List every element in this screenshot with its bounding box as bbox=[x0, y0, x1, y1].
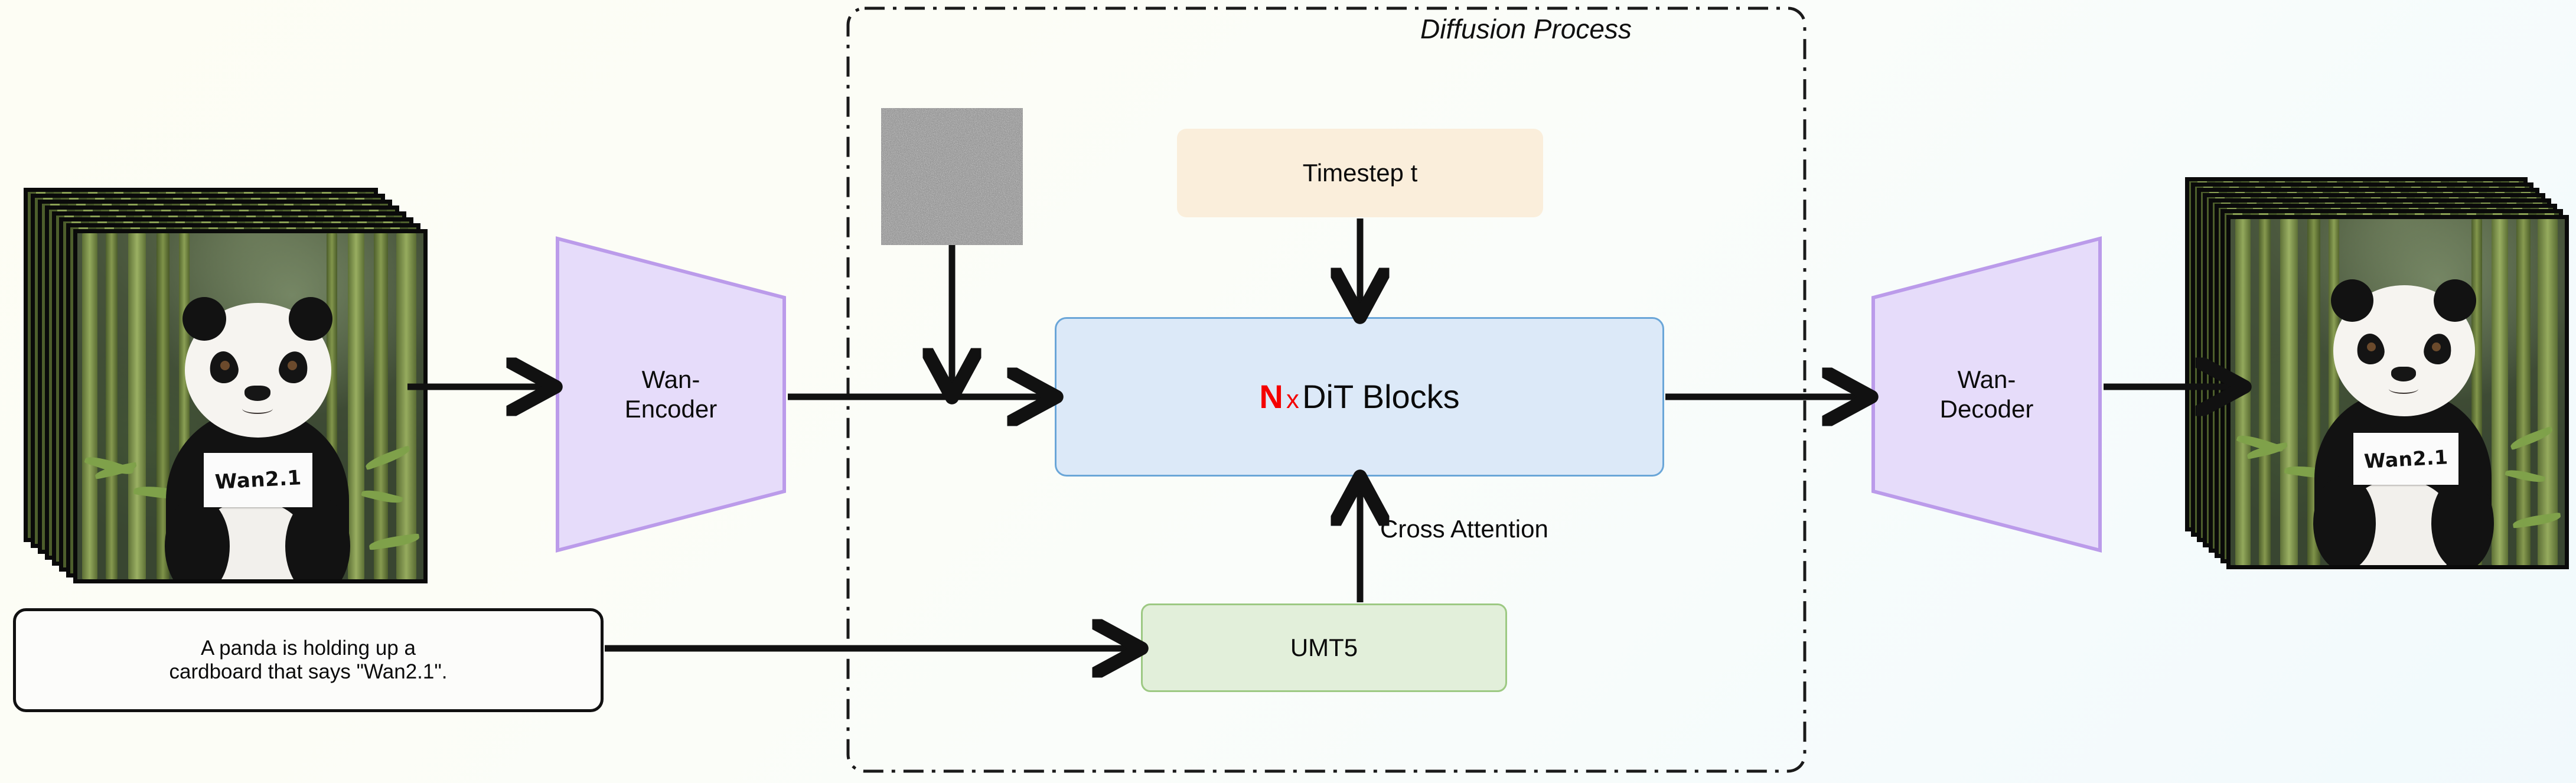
diffusion-process-label: Diffusion Process bbox=[1420, 14, 1632, 44]
dit-blocks-text: DiT Blocks bbox=[1302, 377, 1460, 415]
wan-encoder-label-line2: Encoder bbox=[624, 395, 718, 423]
wan-encoder-label-line1: Wan- bbox=[641, 365, 700, 393]
input-sign: Wan2.1 bbox=[204, 453, 312, 507]
output-video-frames: Wan2.1 bbox=[2185, 177, 2575, 602]
dit-repeat-count: N bbox=[1259, 377, 1283, 415]
frame-front: Wan2.1 bbox=[73, 229, 428, 583]
diffusion-process-region bbox=[846, 6, 1807, 774]
input-video-frames: Wan2.1 bbox=[24, 188, 431, 595]
noise-latent-patch bbox=[881, 108, 1023, 245]
timestep-label: Timestep t bbox=[1302, 158, 1418, 187]
frame-front: Wan2.1 bbox=[2226, 215, 2569, 569]
diffusion-region-outline bbox=[846, 6, 1807, 773]
dit-multiply-sign: x bbox=[1286, 384, 1299, 414]
prompt-textbox[interactable]: A panda is holding up a cardboard that s… bbox=[13, 608, 604, 712]
prompt-line-1: A panda is holding up a bbox=[201, 636, 416, 660]
wan-encoder[interactable]: Wan- Encoder bbox=[555, 235, 787, 554]
timestep-box: Timestep t bbox=[1177, 129, 1543, 217]
wan-decoder-label-line1: Wan- bbox=[1957, 365, 2016, 393]
output-sign-text: Wan2.1 bbox=[2363, 445, 2449, 473]
wan-encoder-shape bbox=[556, 236, 786, 553]
wan-decoder[interactable]: Wan- Decoder bbox=[1871, 235, 2102, 554]
umt5-box: UMT5 bbox=[1141, 603, 1507, 692]
noise-texture bbox=[881, 108, 1023, 245]
wan-encoder-label: Wan- Encoder bbox=[625, 365, 717, 425]
umt5-label: UMT5 bbox=[1290, 633, 1358, 661]
wan-decoder-shape bbox=[1871, 236, 2102, 553]
prompt-line-2: cardboard that says "Wan2.1". bbox=[169, 660, 448, 683]
wan-decoder-label-line2: Decoder bbox=[1939, 395, 2034, 423]
output-sign: Wan2.1 bbox=[2353, 433, 2458, 485]
input-sign-text: Wan2.1 bbox=[214, 466, 302, 494]
cross-attention-label: Cross Attention bbox=[1380, 515, 1548, 543]
wan-decoder-label: Wan- Decoder bbox=[1940, 365, 2034, 425]
